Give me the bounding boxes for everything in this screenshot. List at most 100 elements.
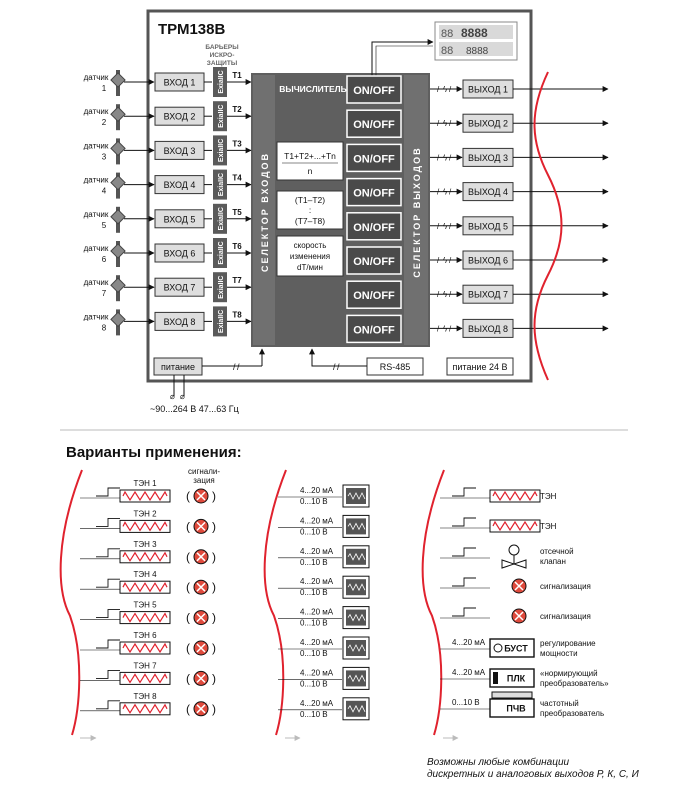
output-slash-mark: / xyxy=(437,222,440,231)
combo-label: сигнализация xyxy=(540,582,591,591)
analog-v-label: 0...10 В xyxy=(300,710,328,719)
output-label: ВЫХОД 6 xyxy=(468,256,508,266)
display-value-bottom: 8888 xyxy=(466,46,489,57)
device-title: ТРМ138В xyxy=(158,21,225,38)
barrier-box xyxy=(213,67,227,97)
onoff-block xyxy=(346,314,402,344)
heater-box xyxy=(119,489,171,503)
analog-module-face xyxy=(346,579,366,596)
barrier-tag: ExiaIIC xyxy=(218,207,225,230)
onoff-block xyxy=(346,75,402,104)
paren-close: ) xyxy=(212,550,216,564)
analog-wave-icon xyxy=(347,704,366,713)
combo-row: сигнализация xyxy=(440,577,591,594)
analog-module-face xyxy=(346,640,366,656)
variants-wave-2 xyxy=(263,469,287,736)
paren-open: ( xyxy=(186,611,190,625)
barrier-label-1: БАРЬЕРЫ xyxy=(205,44,238,51)
heater-row: ТЭН 2() xyxy=(80,509,216,534)
combo-label: отсечной xyxy=(540,547,574,556)
combo-device-label: ПЛК xyxy=(507,674,526,684)
onoff-label: ON/OFF xyxy=(353,188,395,200)
analog-ma-label: 4...20 мА xyxy=(300,668,334,677)
analog-wave-icon xyxy=(347,552,366,561)
barrier-box xyxy=(213,203,227,234)
sensor-head-icon xyxy=(110,106,126,122)
input-label: ВХОД 8 xyxy=(164,317,196,327)
analog-wave-icon xyxy=(347,492,366,500)
discrete-signal-icon xyxy=(96,700,120,710)
discrete-signal-icon xyxy=(96,578,120,588)
output-slash-mark: / xyxy=(449,153,452,162)
sensor-number: 4 xyxy=(102,187,107,196)
barrier-tag: ExiaIIC xyxy=(218,70,225,93)
output-bolt-mark: ϟ xyxy=(443,324,448,333)
analog-v-label: 0...10 В xyxy=(300,619,328,628)
heater-row: ТЭН 4() xyxy=(80,570,216,595)
onoff-block xyxy=(346,143,402,173)
heater-element-icon xyxy=(122,521,168,532)
heater-row: ТЭН 7() xyxy=(80,661,216,686)
barrier-box xyxy=(213,101,227,132)
heater-element-icon xyxy=(122,551,168,562)
output-bolt-mark: ϟ xyxy=(443,256,448,265)
paren-open: ( xyxy=(186,702,190,716)
analog-wave-icon xyxy=(347,613,366,622)
output-slash-mark: / xyxy=(437,324,440,333)
display-link xyxy=(371,39,434,79)
heater-box xyxy=(119,580,171,594)
sensor-number: 2 xyxy=(102,118,107,127)
barrier-tag: ExiaIIC xyxy=(218,105,225,128)
output-label: ВЫХОД 8 xyxy=(468,324,508,334)
combo-label: регулирование xyxy=(540,639,596,648)
analog-ma-label: 4...20 мА xyxy=(300,638,334,647)
analog-v-label: 0...10 В xyxy=(300,588,328,597)
bust-icon xyxy=(493,643,503,653)
plc-icon xyxy=(493,672,498,684)
combo-label: сигнализация xyxy=(540,612,591,621)
input-label: ВХОД 6 xyxy=(164,249,196,259)
sensor-label: датчик xyxy=(84,312,109,321)
combo-row: ТЭН xyxy=(440,487,557,503)
combo-device-label: ПЧВ xyxy=(506,704,526,714)
heater-element-icon xyxy=(492,490,538,502)
analog-row: 4...20 мА0...10 В xyxy=(278,514,370,538)
output-bolt-mark: ϟ xyxy=(443,290,448,299)
sensor-head-icon xyxy=(110,277,126,293)
barrier-box xyxy=(213,238,227,268)
alarm-lamp-cross xyxy=(514,581,524,591)
onoff-block xyxy=(346,280,402,309)
power-slash: / xyxy=(233,362,236,372)
discrete-signal-icon xyxy=(96,669,120,679)
analog-wave-icon xyxy=(347,674,366,683)
paren-close: ) xyxy=(212,611,216,625)
channel-label: T6 xyxy=(232,242,242,251)
onoff-block xyxy=(346,246,402,275)
discrete-signal-icon xyxy=(96,639,120,649)
display-small-bottom: 88 xyxy=(441,45,453,57)
sensor-head-icon xyxy=(110,243,126,259)
heater-element-icon xyxy=(122,612,168,623)
discrete-signal-icon xyxy=(96,517,120,527)
onoff-label: ON/OFF xyxy=(353,222,395,234)
channel-label: T2 xyxy=(232,105,242,114)
sensor-number: 3 xyxy=(102,152,107,161)
combo-label: ТЭН xyxy=(540,492,557,501)
barrier-box xyxy=(213,135,227,166)
alarm-lamp-cross xyxy=(196,643,206,653)
analog-v-label: 0...10 В xyxy=(300,679,328,688)
combo-device-box xyxy=(489,638,535,658)
sensor-head-icon xyxy=(110,209,126,225)
valve-actuator-icon xyxy=(508,544,520,556)
formula-rate-3: dT/мин xyxy=(297,263,323,272)
sensor-number: 1 xyxy=(102,84,107,93)
sensor-label: датчик xyxy=(84,73,109,82)
combo-label-2: преобразователь xyxy=(540,709,604,718)
combo-signal-label: 4...20 мА xyxy=(452,668,486,677)
alarm-lamp-cross xyxy=(514,611,524,621)
